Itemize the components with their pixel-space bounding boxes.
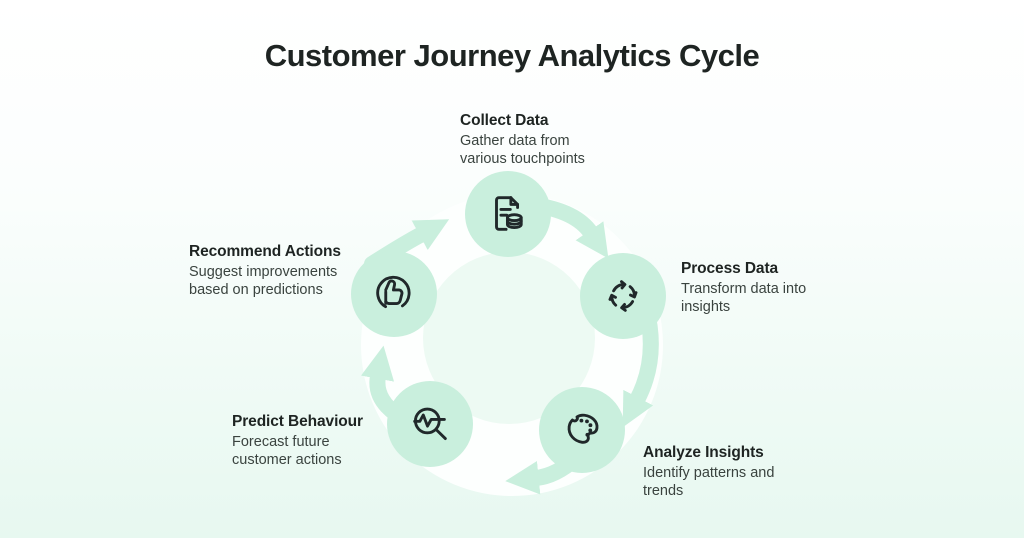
node-analyze-insights [539,387,625,473]
step-title: Process Data [681,260,779,277]
step-description: Suggest improvements based on prediction… [189,264,338,298]
step-collect-data: Collect Data Gather data from various to… [460,112,630,168]
magnifier-trend-icon [413,407,447,441]
step-title: Recommend Actions [189,243,341,260]
step-process-data: Process Data Transform data into insight… [681,260,851,316]
step-description: Forecast future customer actions [232,434,342,468]
thumbs-up-icon [376,275,411,309]
node-predict-behaviour [387,381,473,467]
step-description: Transform data into insights [681,281,807,315]
step-recommend-actions: Recommend Actions Suggest improvements b… [189,243,379,299]
node-collect-data [465,171,551,257]
palette-icon [567,413,599,444]
step-title: Analyze Insights [643,444,764,461]
node-recommend-actions [351,251,437,337]
node-process-data [580,253,666,339]
step-description: Identify patterns and trends [643,465,775,499]
step-analyze-insights: Analyze Insights Identify patterns and t… [643,444,833,500]
cycle-arrows-icon [608,280,638,312]
document-database-icon [495,196,523,231]
step-title: Predict Behaviour [232,413,363,430]
step-predict-behaviour: Predict Behaviour Forecast future custom… [232,413,402,469]
cycle-ring-center [423,252,595,424]
page-title: Customer Journey Analytics Cycle [264,38,760,73]
step-description: Gather data from various touchpoints [460,133,585,167]
step-title: Collect Data [460,112,549,129]
